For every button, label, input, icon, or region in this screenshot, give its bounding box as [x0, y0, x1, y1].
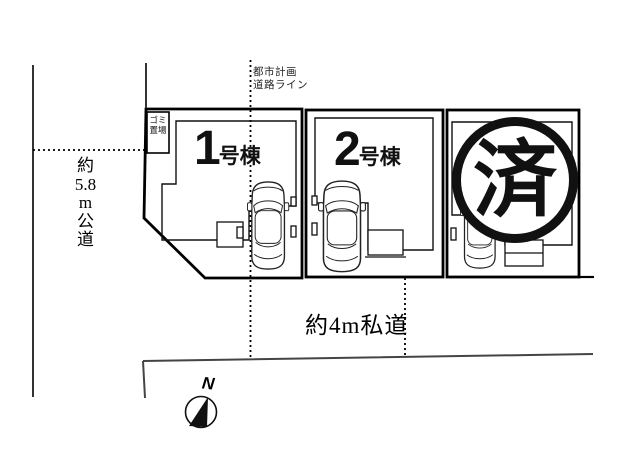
- meter-mark-lot2: [311, 195, 318, 206]
- lot-2-number: 2: [334, 123, 361, 176]
- lot-1-number: 1: [194, 122, 221, 175]
- garbage-station-box: [146, 111, 170, 154]
- garbage-station-label: ゴミ 置場: [149, 115, 167, 135]
- lot-2-suffix: 号棟: [358, 146, 401, 169]
- meter-mark-lot1: [290, 196, 297, 207]
- city-planning-road-label: 都市計画 道路ライン: [253, 66, 308, 91]
- porch-1-step: [236, 226, 244, 239]
- bottom-road-label: 約4m私道: [305, 313, 409, 338]
- road-lines: [32, 63, 594, 399]
- porch-2: [367, 229, 404, 256]
- car-icon-lot1: [246, 181, 290, 270]
- lot-1-suffix: 号棟: [218, 145, 261, 168]
- left-road-label: 約 5.8 m 公 道: [74, 156, 97, 249]
- building-1-outline: [161, 120, 297, 241]
- compass-icon: [184, 395, 218, 429]
- wall-marks: [290, 195, 457, 241]
- door-mark-lot2: [311, 222, 318, 236]
- door-mark-lot1: [290, 225, 297, 238]
- sold-stamp-text: 済: [472, 133, 557, 227]
- porches: [216, 221, 544, 267]
- reference-lines: [33, 60, 406, 357]
- compass-north-label: N: [201, 373, 216, 394]
- bottom-road-edge: [142, 353, 594, 399]
- car-icon-lot2: [317, 180, 367, 273]
- door-mark-lot3: [450, 227, 457, 241]
- sold-stamp: 済: [452, 117, 578, 243]
